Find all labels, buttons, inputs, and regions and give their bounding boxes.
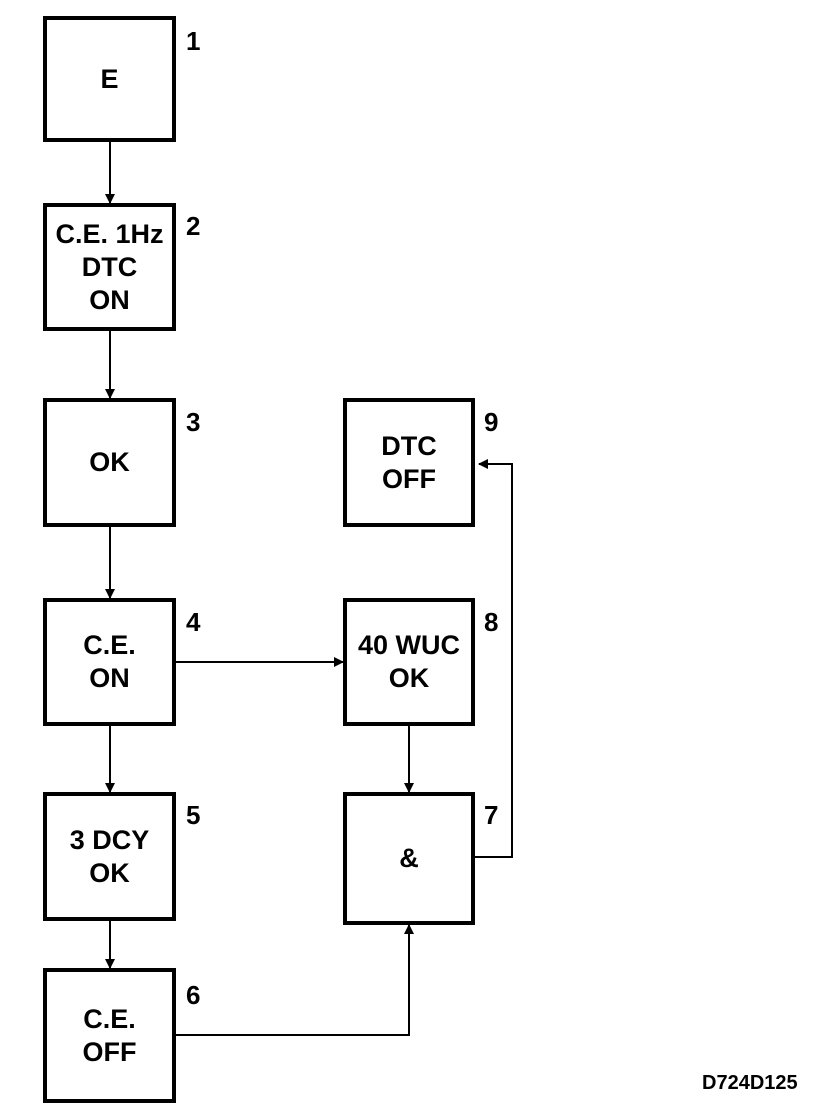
- block-5: 3 DCY OK: [43, 792, 176, 921]
- block-2-line-2: DTC: [81, 251, 138, 282]
- block-4-line-1: C.E.: [83, 630, 136, 660]
- block-1-text: E: [100, 63, 119, 94]
- block-2-line-3: ON: [89, 284, 130, 315]
- block-9-number: 9: [484, 407, 499, 437]
- block-2-number: 2: [186, 211, 201, 241]
- block-6-number: 6: [186, 980, 201, 1010]
- block-4-line-2: ON: [89, 663, 130, 693]
- block-4-number: 4: [186, 607, 201, 637]
- block-4: C.E. ON: [43, 598, 176, 726]
- block-6-line-2: OFF: [82, 1036, 137, 1067]
- block-3-number: 3: [186, 407, 201, 437]
- block-8-number: 8: [484, 607, 499, 637]
- block-8-line-1: 40 WUC: [357, 630, 460, 660]
- block-5-line-1: 3 DCY: [69, 824, 150, 855]
- arrow-7-to-9: [475, 459, 513, 858]
- arrow-6-to-7: [176, 924, 414, 1036]
- figure-reference-code: D724D125: [702, 1072, 798, 1094]
- block-9-line-2: OFF: [382, 463, 436, 494]
- block-3-text: OK: [89, 447, 130, 477]
- block-8: 40 WUC OK: [343, 598, 475, 726]
- block-3: OK: [43, 398, 176, 527]
- block-6-line-1: C.E.: [83, 1003, 136, 1034]
- block-2-line-1: C.E. 1Hz: [55, 218, 164, 249]
- block-9-line-1: DTC: [381, 430, 437, 461]
- block-1-number: 1: [186, 26, 201, 56]
- block-1: E: [43, 16, 176, 142]
- block-6: C.E. OFF: [43, 968, 176, 1103]
- block-7-text: &: [399, 843, 419, 873]
- block-5-line-2: OK: [89, 857, 130, 888]
- block-7-number: 7: [484, 800, 499, 830]
- block-9: DTC OFF: [343, 398, 475, 527]
- block-5-number: 5: [186, 800, 201, 830]
- block-7: &: [343, 792, 475, 925]
- block-2: C.E. 1Hz DTC ON: [43, 203, 176, 331]
- block-8-line-2: OK: [388, 663, 430, 693]
